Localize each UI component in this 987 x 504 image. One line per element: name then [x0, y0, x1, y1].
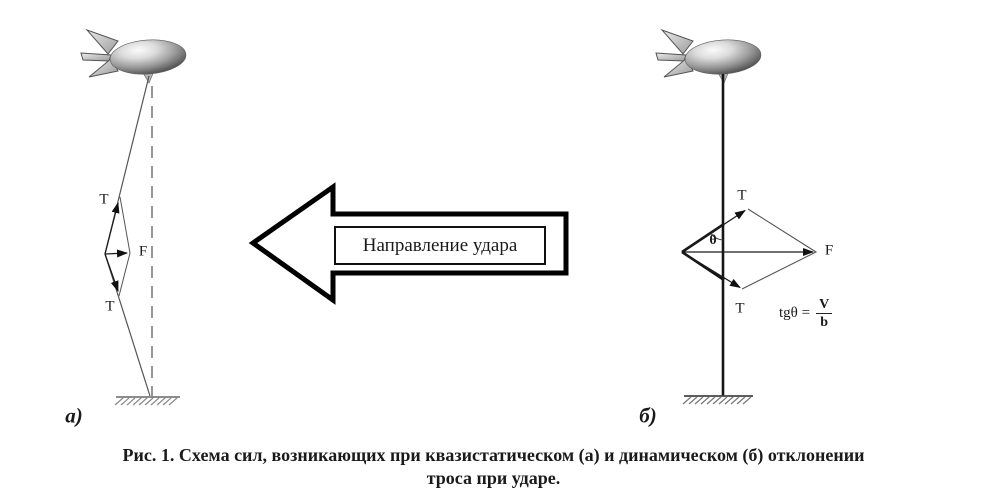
formula-numerator: V — [816, 297, 833, 315]
resultant-vector-a — [104, 249, 128, 258]
impact-direction-label: Направление удара — [362, 234, 518, 256]
tension-vector-down-b — [681, 251, 741, 289]
tension-vector-down-a — [104, 253, 119, 292]
formula-tg-theta: tgθ = V b — [779, 297, 833, 331]
panel-a-letter: а) — [65, 403, 83, 428]
figure-caption: Рис. 1. Схема сил, возникающих при квази… — [0, 444, 987, 490]
tension-label-lower-a: T — [105, 298, 115, 315]
force-label-b: F — [824, 242, 834, 259]
tension-vector-up-b — [681, 209, 746, 253]
ground-a — [114, 396, 180, 406]
formula-lhs: tgθ = — [779, 305, 811, 322]
formula-denominator: b — [820, 315, 829, 331]
force-label-a: F — [138, 243, 148, 260]
panel-a-group — [80, 29, 188, 406]
tension-label-lower-b: T — [735, 300, 745, 317]
panel-b-letter: б) — [639, 403, 657, 428]
tension-label-upper-b: T — [737, 187, 747, 204]
caption-line-2: троса при ударе. — [426, 468, 561, 488]
tension-label-upper-a: T — [99, 191, 109, 208]
panel-b-group — [655, 29, 818, 405]
balloon-a-icon — [80, 29, 188, 84]
formula-fraction: V b — [816, 297, 833, 331]
force-diamond-a — [118, 196, 131, 297]
impact-direction-label-box: Направление удара — [334, 226, 546, 265]
balloon-b-icon — [655, 29, 763, 84]
force-parallelogram-b — [741, 208, 818, 290]
cable-lower-a — [104, 253, 151, 397]
theta-label: θ — [709, 233, 717, 248]
tension-vector-up-a — [104, 202, 120, 255]
ground-b — [682, 395, 753, 405]
theta-angle-arc — [710, 232, 724, 241]
caption-line-1: Рис. 1. Схема сил, возникающих при квази… — [122, 445, 865, 465]
